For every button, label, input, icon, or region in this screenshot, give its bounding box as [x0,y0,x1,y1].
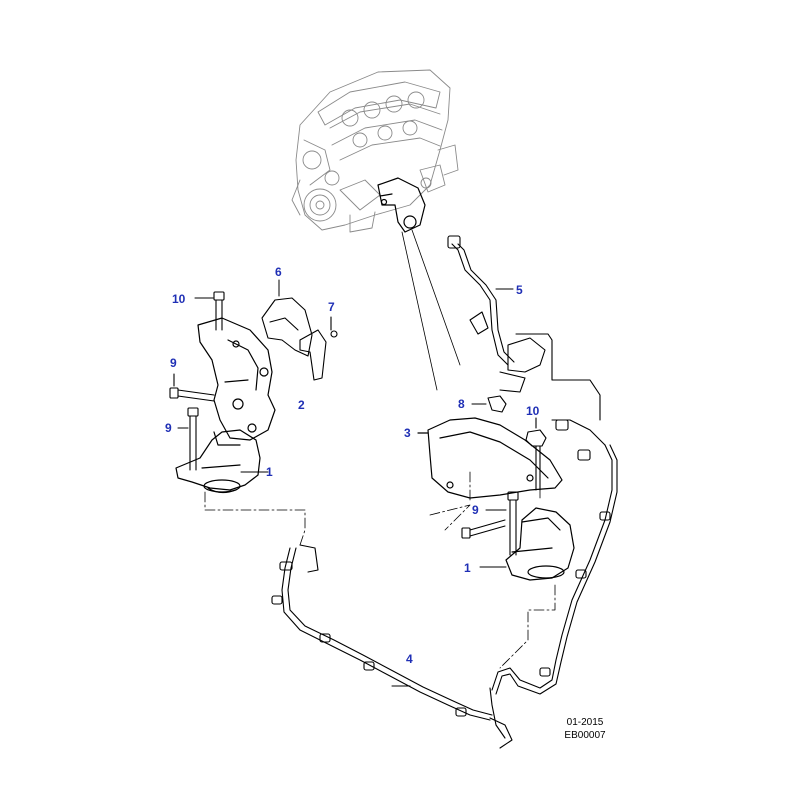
nut-illustration [525,417,547,491]
engine-assembly-illustration [291,69,459,233]
bolt-illustration [461,519,506,539]
bolt-illustration [485,491,519,556]
center-line [429,504,471,531]
mounting-bracket-illustration [417,417,563,499]
engine-side-bracket-illustration [377,177,426,233]
callout-10-left: 10 [172,292,186,306]
center-line [499,584,556,669]
engine-mount-illustration [479,507,575,581]
bolt-illustration [177,407,199,471]
diagram-date: 01-2015 [566,717,604,728]
callout-10-right: 10 [526,404,540,418]
bolt-illustration [169,373,215,402]
callout-4: 4 [406,652,413,666]
callout-5: 5 [516,283,523,297]
callout-1-right: 1 [464,561,471,575]
wiring-harness-illustration [271,419,618,749]
small-bracket-illustration [299,316,338,381]
callout-9-left-lower: 9 [165,421,172,435]
bolt-illustration [194,291,225,331]
callout-7: 7 [328,300,335,314]
diagram-code: EB00007 [564,730,606,741]
center-line [469,469,541,501]
harness-illustration [447,235,601,421]
callout-8: 8 [458,397,465,411]
callout-9-right: 9 [472,503,479,517]
callout-2: 2 [298,398,305,412]
engine-mount-illustration [175,429,269,494]
callout-3: 3 [404,426,411,440]
heat-shield-illustration [261,297,313,357]
leader-line [411,229,461,366]
nut-illustration [471,395,507,413]
mounting-bracket-illustration [197,317,276,441]
callout-9-left-upper: 9 [170,356,177,370]
leader-line [401,231,438,391]
center-line [204,491,306,546]
callout-1-left: 1 [266,465,273,479]
callout-6: 6 [275,265,282,279]
